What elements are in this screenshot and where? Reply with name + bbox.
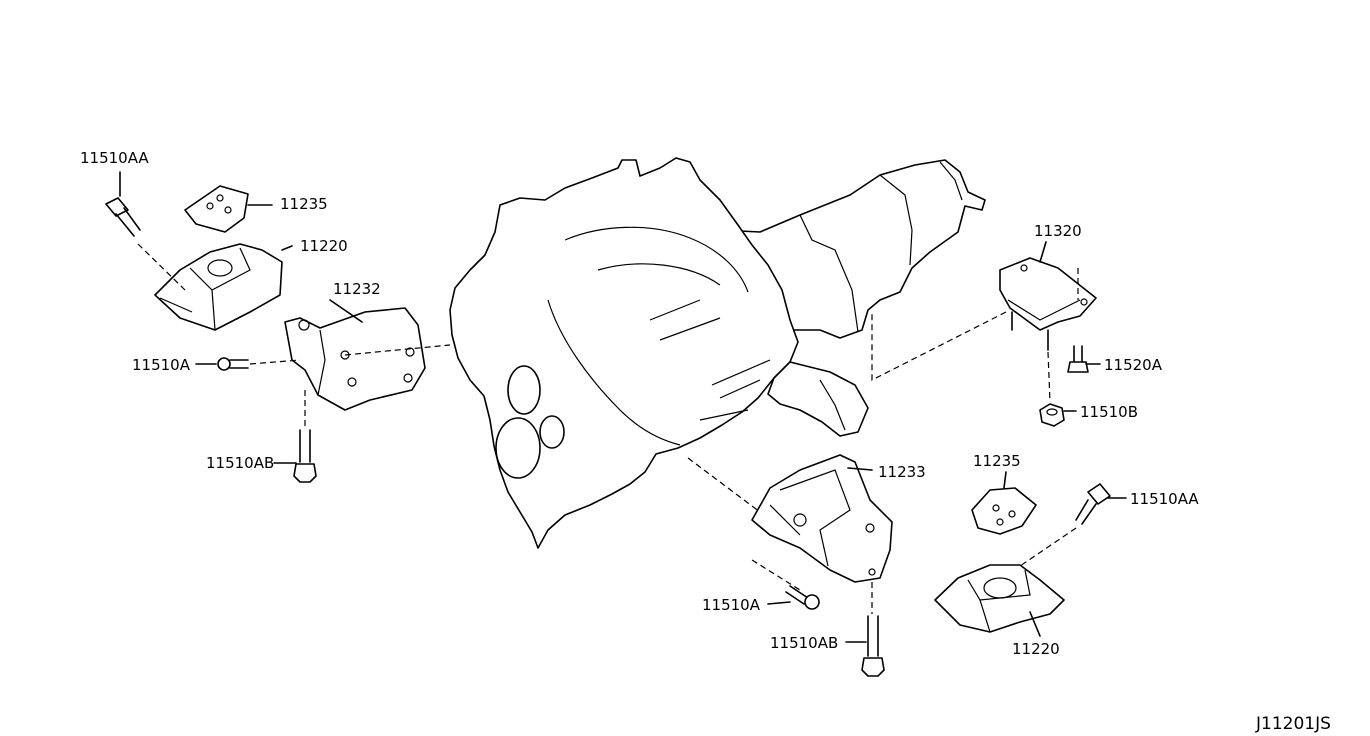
bolt-11510aa-right [1075, 483, 1111, 525]
label-11320: 11320 [1034, 222, 1082, 240]
plate-11235-left [184, 185, 249, 233]
label-11510a-bottom: 11510A [702, 596, 761, 614]
label-11232: 11232 [333, 280, 381, 298]
right-mount-group [934, 471, 1127, 637]
part-labels: 11510AA 11235 11220 11232 11510A 11510AB… [80, 149, 1199, 658]
label-11510a-left: 11510A [132, 356, 191, 374]
lower-bracket-group [687, 454, 893, 677]
bolt-11510a-bottom [785, 585, 820, 610]
bolt-11510aa-left [105, 197, 141, 237]
rear-mount-group [871, 241, 1101, 427]
label-11235-right: 11235 [973, 452, 1021, 470]
bolt-11510ab-bottom [861, 615, 885, 677]
label-11220-left: 11220 [300, 237, 348, 255]
label-11510b: 11510B [1080, 403, 1138, 421]
left-mount-group [105, 171, 451, 483]
label-11510aa-right: 11510AA [1130, 490, 1199, 508]
engine-assembly-illustration [449, 157, 986, 549]
label-11510ab-bottom: 11510AB [770, 634, 838, 652]
bolt-11510a-left [217, 357, 249, 371]
label-11220-right: 11220 [1012, 640, 1060, 658]
mount-11320 [999, 257, 1097, 331]
label-11235-left: 11235 [280, 195, 328, 213]
bolt-11510ab-left [293, 429, 317, 483]
bolt-11520a [1067, 345, 1089, 373]
label-11510ab-left: 11510AB [206, 454, 274, 472]
plate-11235-right [971, 487, 1037, 535]
bracket-11232 [284, 307, 426, 411]
label-11510aa-left: 11510AA [80, 149, 149, 167]
bracket-11233 [751, 454, 893, 583]
label-11520a: 11520A [1104, 356, 1163, 374]
diagram-code: J11201JS [1255, 714, 1331, 734]
label-11233: 11233 [878, 463, 926, 481]
